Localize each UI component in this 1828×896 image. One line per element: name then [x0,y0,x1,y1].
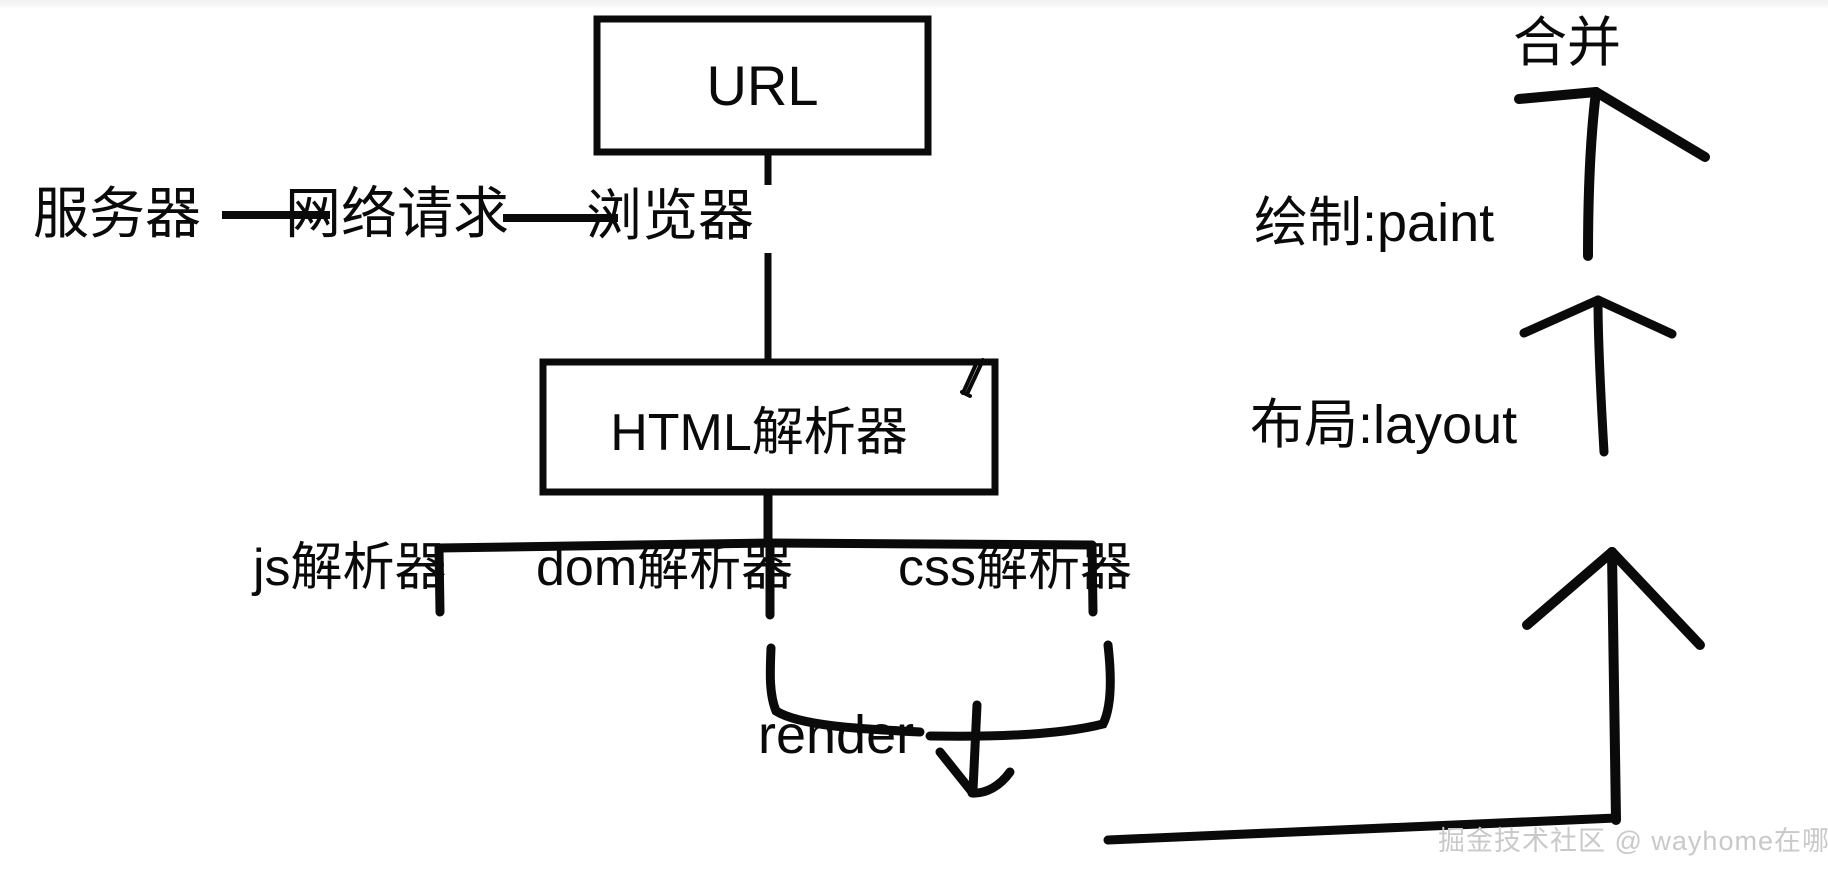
node-render-label: render [758,705,915,765]
node-html-parser-label: HTML解析器 [610,403,908,462]
scan-top-band [0,0,1828,9]
label-network-request: 网络请求 [285,182,509,245]
label-server: 服务器 [33,182,201,245]
label-layout: 布局:layout [1250,395,1518,455]
connector-render-to-layout [1103,813,1621,845]
paint-up-arrow-icon [1519,295,1677,457]
merge-up-arrow-icon [1514,87,1710,261]
label-css-parser: css解析器 [898,539,1133,597]
label-js-parser: js解析器 [253,539,447,597]
connector-to-css-parser [1087,540,1098,617]
connector-dom-to-render [765,643,925,737]
watermark: 掘金技术社区 @ wayhome在哪 [1438,826,1828,856]
pen-doodle-icon [960,358,985,398]
label-browser: 浏览器 [586,184,754,247]
label-paint: 绘制:paint [1254,193,1495,253]
label-dom-parser: dom解析器 [536,539,794,597]
connector-to-js-parser [434,543,445,617]
connector-css-to-render [925,640,1115,741]
render-down-arrow-icon [935,700,1015,798]
layout-up-arrow-icon [1522,547,1705,825]
label-merge: 合并 [1513,13,1621,73]
url-box-outline [593,15,932,156]
node-url-label: URL [706,54,819,117]
